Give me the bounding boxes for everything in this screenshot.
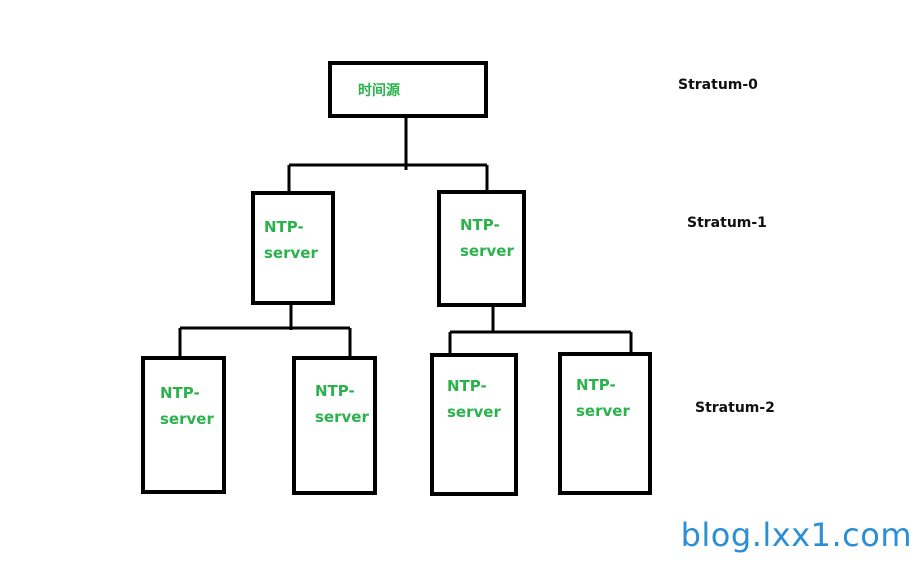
ntp-server-node-l1-1: NTP- server: [251, 191, 335, 305]
ntp-server-label: NTP- server: [460, 216, 514, 260]
ntp-server-label: NTP- server: [576, 376, 630, 420]
ntp-server-label: NTP- server: [447, 377, 501, 421]
ntp-server-node-l2-1: NTP- server: [141, 356, 226, 494]
stratum-1-label: Stratum-1: [687, 215, 767, 231]
ntp-server-node-l2-2: NTP- server: [292, 356, 377, 495]
ntp-server-node-l1-2: NTP- server: [437, 190, 526, 307]
ntp-server-label: NTP- server: [315, 382, 369, 426]
ntp-server-label: NTP- server: [160, 384, 214, 428]
ntp-server-node-l2-3: NTP- server: [430, 353, 518, 496]
stratum-0-label: Stratum-0: [678, 77, 758, 93]
site-watermark: blog.lxx1.com: [680, 516, 912, 554]
time-source-node: 时间源: [328, 61, 488, 118]
ntp-server-node-l2-4: NTP- server: [558, 352, 652, 495]
time-source-label: 时间源: [358, 83, 400, 99]
ntp-server-label: NTP- server: [264, 218, 318, 262]
stratum-2-label: Stratum-2: [695, 400, 775, 416]
